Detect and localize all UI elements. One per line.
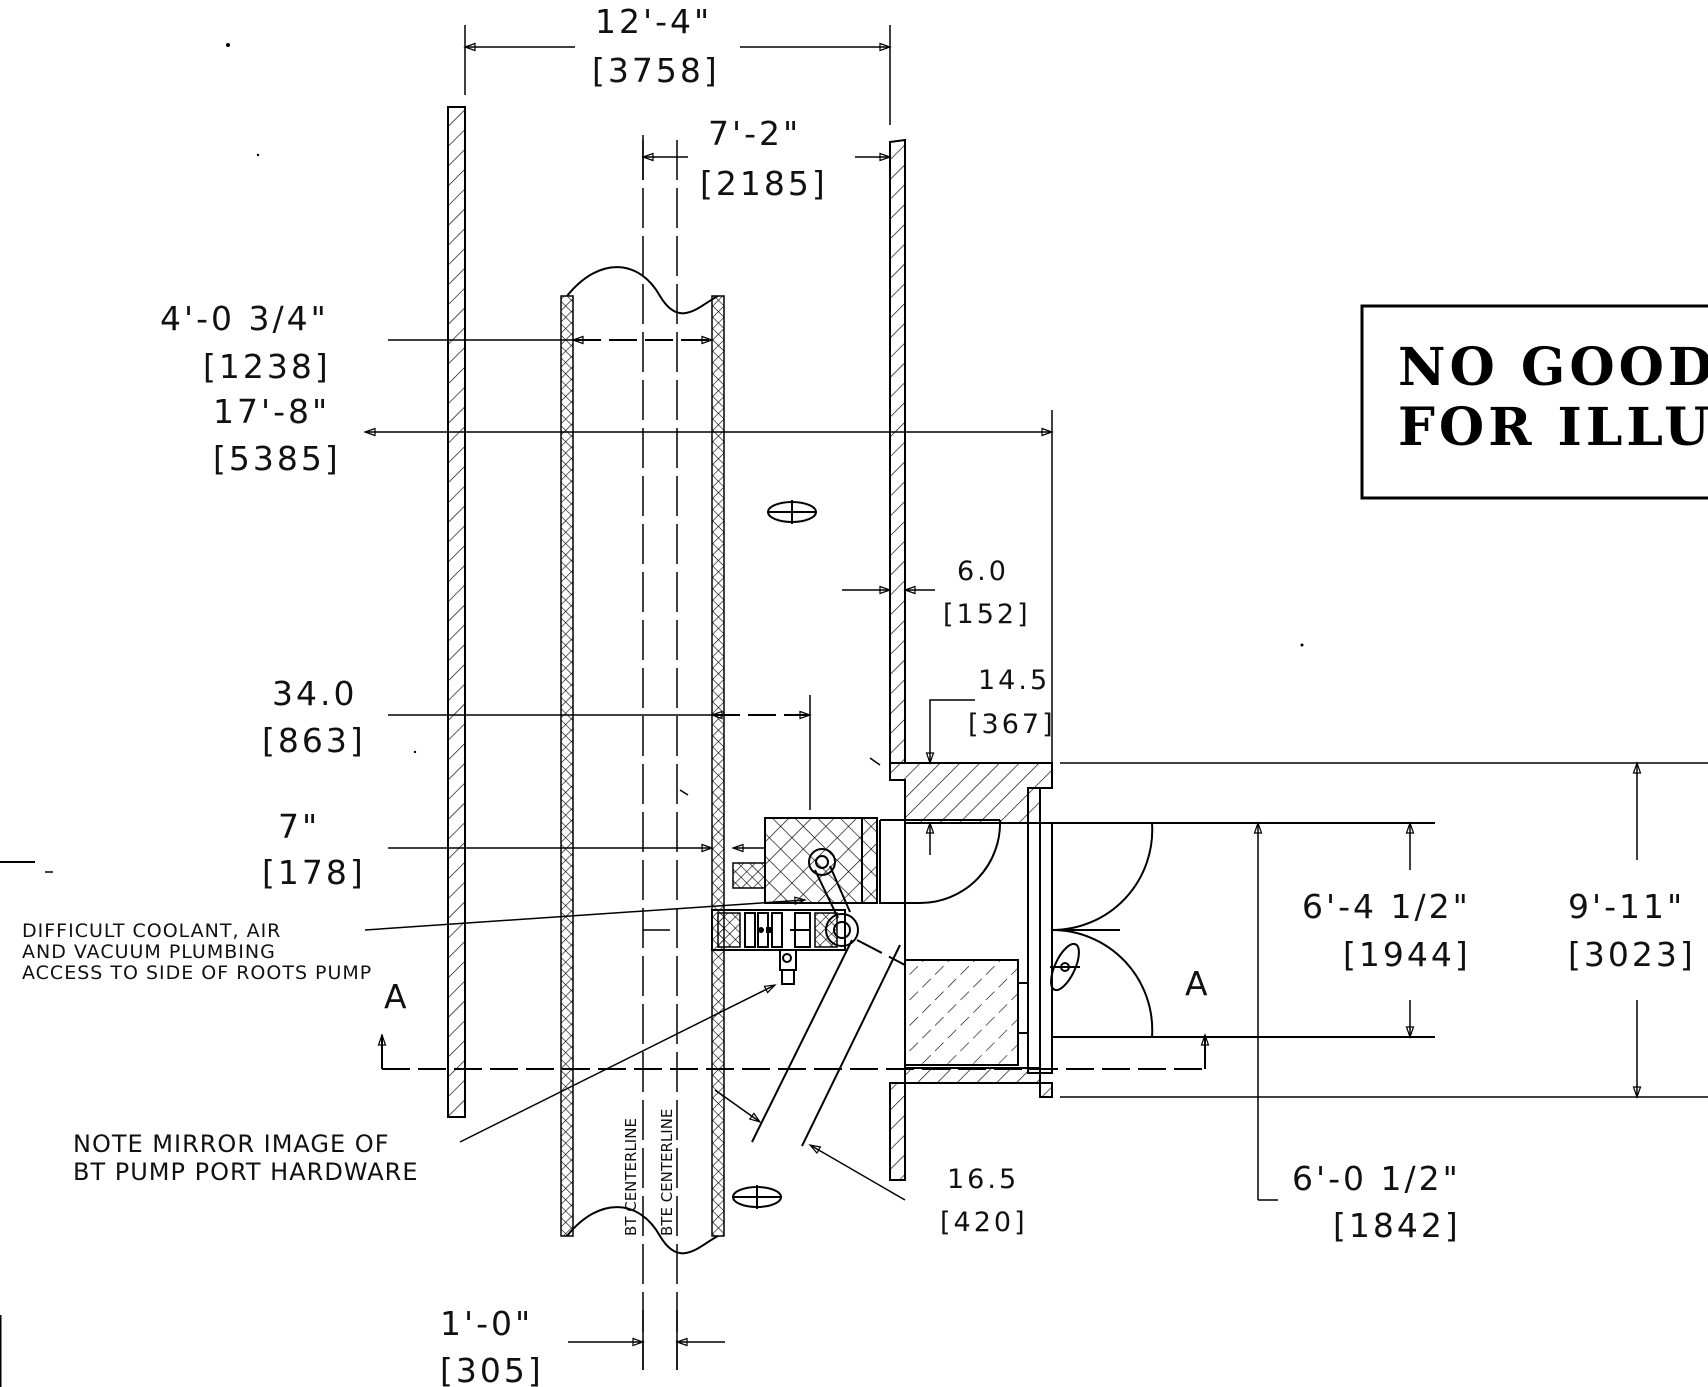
dim-12-4-imperial: 12'-4" xyxy=(595,2,712,41)
pump-hardware xyxy=(711,848,859,985)
dim-4-0-imperial: 4'-0 3/4" xyxy=(160,299,329,338)
dim-17-8-metric: [5385] xyxy=(213,439,341,478)
section-line: A A xyxy=(377,964,1211,1070)
dim-9-11-metric: [3023] xyxy=(1568,935,1696,974)
dim-16-5-imperial: 16.5 xyxy=(947,1164,1019,1195)
stamp-box: NO GOOD - FOR ILLUS xyxy=(1360,304,1708,500)
right-wall xyxy=(889,138,906,1181)
dim-6-0-imperial: 6.0 xyxy=(957,556,1009,587)
dimension-labels: 12'-4" [3758] 7'-2" [2185] 4'-0 3/4" [12… xyxy=(160,2,1696,1387)
dim-7-2-imperial: 7'-2" xyxy=(708,114,801,153)
center-symbols xyxy=(732,500,1080,1209)
left-wall xyxy=(447,106,466,1118)
dim-1-0-imperial: 1'-0" xyxy=(440,1304,533,1343)
bte-centerline-label: BTE CENTERLINE xyxy=(658,1109,676,1236)
lower-block xyxy=(904,959,1019,1066)
dim-7-2-metric: [2185] xyxy=(700,164,828,203)
note-coolant-line-3: ACCESS TO SIDE OF ROOTS PUMP xyxy=(22,962,372,984)
note-coolant-line-2: AND VACUUM PLUMBING xyxy=(22,941,276,963)
dim-34-0-imperial: 34.0 xyxy=(272,674,357,713)
dim-7-imperial: 7" xyxy=(278,807,320,846)
dim-6-0-metric: [152] xyxy=(943,599,1031,630)
dim-4-0-metric: [1238] xyxy=(203,347,331,386)
port-diagonals xyxy=(751,939,906,1147)
dim-6-4-imperial: 6'-4 1/2" xyxy=(1302,887,1471,926)
roots-pump-block xyxy=(732,817,878,904)
dim-17-8-imperial: 17'-8" xyxy=(213,392,330,431)
dim-7-metric: [178] xyxy=(262,853,366,892)
note-coolant-line-1: DIFFICULT COOLANT, AIR xyxy=(22,920,281,942)
port-flange xyxy=(889,762,1053,1098)
section-mark-left: A xyxy=(384,977,410,1016)
centerlines: BT CENTERLINE BTE CENTERLINE xyxy=(622,140,678,1370)
dim-9-11-imperial: 9'-11" xyxy=(1568,887,1685,926)
dim-6-4-metric: [1944] xyxy=(1343,935,1471,974)
dim-14-5-imperial: 14.5 xyxy=(978,665,1050,696)
note-mirror-line-1: NOTE MIRROR IMAGE OF xyxy=(73,1130,390,1158)
stamp-line-1: NO GOOD - xyxy=(1398,337,1708,398)
dim-1-0-metric: [305] xyxy=(440,1351,544,1387)
dim-16-5-metric: [420] xyxy=(940,1207,1028,1238)
notes: DIFFICULT COOLANT, AIR AND VACUUM PLUMBI… xyxy=(22,920,418,1186)
note-mirror-line-2: BT PUMP PORT HARDWARE xyxy=(73,1158,418,1186)
leaders xyxy=(364,896,807,1143)
dim-14-5-metric: [367] xyxy=(968,709,1056,740)
dim-6-0-half-metric: [1842] xyxy=(1333,1206,1461,1245)
dim-12-4-metric: [3758] xyxy=(592,51,720,90)
vessel xyxy=(560,266,725,1255)
dim-6-0-half-imperial: 6'-0 1/2" xyxy=(1292,1159,1461,1198)
section-mark-right: A xyxy=(1185,964,1211,1003)
specks xyxy=(0,43,1304,1387)
bt-centerline-label: BT CENTERLINE xyxy=(622,1118,640,1236)
stamp-line-2: FOR ILLUS xyxy=(1398,397,1708,458)
dim-34-0-metric: [863] xyxy=(262,721,366,760)
dimension-lines xyxy=(0,25,1708,1370)
